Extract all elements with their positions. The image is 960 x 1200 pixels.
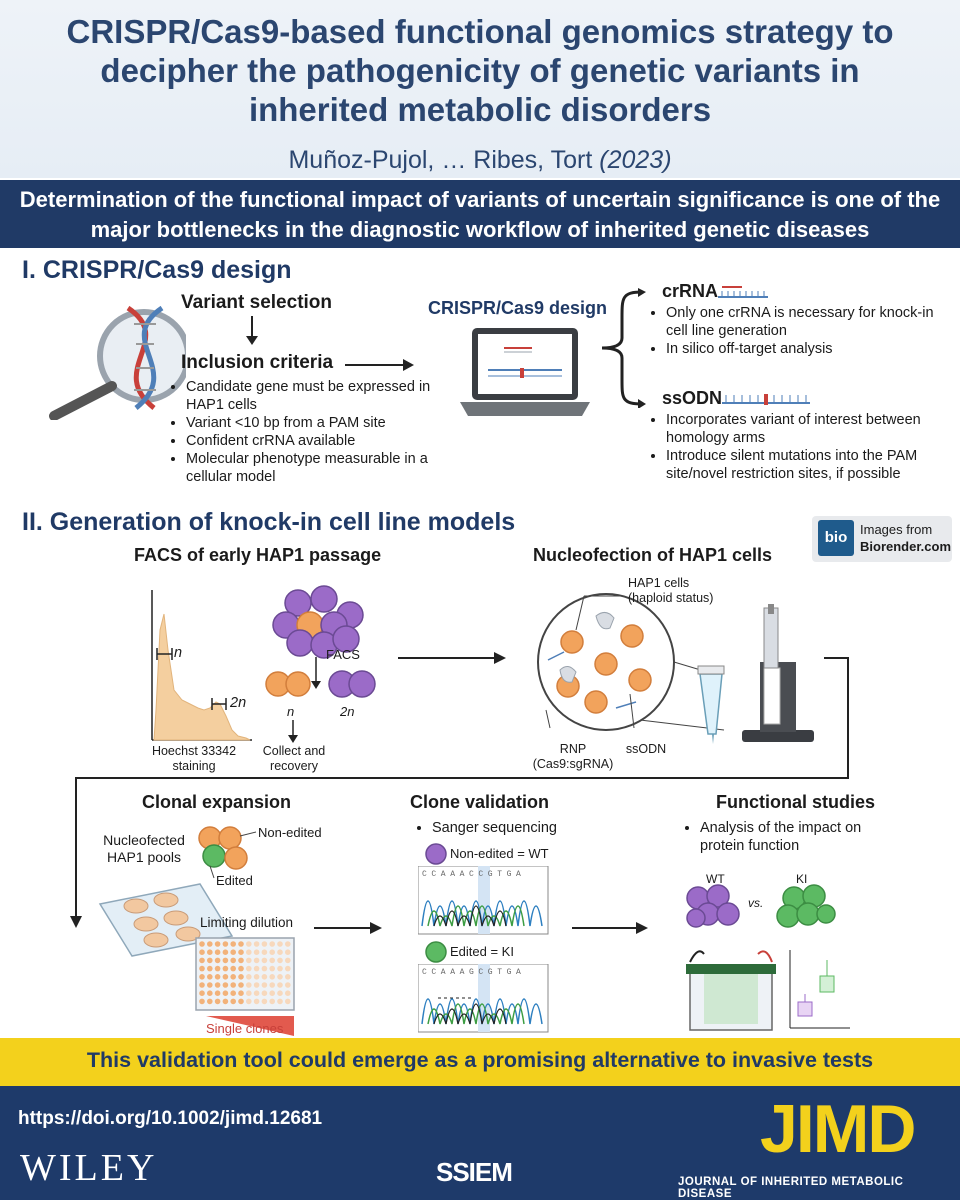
ki-label: KI [796, 872, 808, 886]
ki-chromatogram [418, 964, 549, 1033]
2n-cells-label: 2n [340, 704, 355, 719]
ssodn-points: Incorporates variant of interest between… [650, 411, 950, 483]
criterion-item: Variant <10 bp from a PAM site [186, 414, 450, 432]
conclusion-text: This validation tool could emerge as a p… [86, 1048, 874, 1072]
nucleofection-title: Nucleofection of HAP1 cells [533, 545, 773, 565]
haploid-status-text: (haploid status) [628, 591, 714, 605]
wt-vs-ki-cells-icon [686, 884, 836, 928]
authors-names: Muñoz-Pujol, … Ribes, Tort [288, 146, 593, 174]
crrna-strand-icon [718, 286, 768, 298]
cell-cluster-icon [272, 585, 364, 689]
arrow-down-icon [246, 316, 258, 345]
ssodn-label: ssODN [662, 388, 723, 408]
criterion-item: Molecular phenotype measurable in a cell… [186, 450, 450, 486]
authors: Muñoz-Pujol, … Ribes, Tort (2023) [0, 146, 960, 175]
clone-validation-title: Clone validation [410, 792, 550, 812]
wt-cell-icon [425, 843, 447, 865]
sanger-text: Sanger sequencing [432, 819, 616, 837]
conclusion-bar [0, 1038, 960, 1086]
rnp-label: RNP(Cas9:sgRNA) [518, 742, 628, 772]
arrow-down-icon [288, 720, 298, 743]
crrna-label: crRNA [662, 281, 719, 301]
criterion-item: Candidate gene must be expressed in HAP1… [186, 378, 450, 414]
ssodn-point: Introduce silent mutations into the PAM … [666, 447, 950, 483]
clonal-expansion-title: Clonal expansion [142, 792, 292, 812]
ssodn-inset-label: ssODN [625, 742, 667, 756]
laptop-icon [460, 328, 590, 416]
functional-text: Analysis of the impact on protein functi… [684, 819, 884, 855]
criteria-list: Candidate gene must be expressed in HAP1… [170, 378, 450, 486]
page-title: CRISPR/Cas9-based functional genomics st… [66, 13, 894, 128]
single-clones-label: Single clones [206, 1021, 284, 1036]
hap1-cells-text: HAP1 cells [628, 576, 690, 590]
brace-icon [601, 288, 646, 408]
ki-sequence: CCAAAGCGTGA [422, 968, 526, 977]
variant-selection-label: Variant selection [181, 292, 333, 313]
well-plates-icon [98, 883, 295, 1036]
electrophoresis-and-boxplot-icon [686, 950, 850, 1031]
publisher-bar [0, 1086, 960, 1200]
rnp-text: RNP [559, 742, 587, 756]
wiley-logo: WILEY [20, 1147, 158, 1189]
crrna-point: Only one crRNA is necessary for knock-in… [666, 304, 950, 340]
wt-label: WT [706, 872, 725, 886]
dna-magnifier-icon [49, 305, 186, 420]
n-cells-label: n [287, 704, 295, 719]
arrow-right-icon [345, 359, 414, 371]
ssodn-point: Incorporates variant of interest between… [666, 411, 950, 447]
ssiem-logo: SSIEM [436, 1157, 513, 1187]
biorender-line1: Images from [860, 522, 933, 537]
ssodn-strand-icon [722, 394, 810, 405]
rnp-sub-text: (Cas9:sgRNA) [532, 757, 614, 771]
wt-sequence: CCAAACCGTGA [422, 870, 526, 879]
crispr-design-label: CRISPR/Cas9 design [428, 298, 608, 318]
crrna-points: Only one crRNA is necessary for knock-in… [650, 304, 950, 358]
vs-label: vs. [748, 896, 764, 910]
nucleofection-inset [537, 593, 725, 731]
facs-title: FACS of early HAP1 passage [134, 545, 382, 565]
edited-label: Edited [216, 873, 253, 888]
non-edited-label: Non-edited [258, 825, 322, 840]
doi-link[interactable]: https://doi.org/10.1002/jimd.12681 [18, 1108, 323, 1129]
journal-name: JOURNAL OF INHERITED METABOLIC DISEASE [678, 1176, 904, 1200]
arrow-right-icon [314, 922, 382, 934]
wt-chromatogram [418, 866, 549, 935]
hoechst-label: Hoechst 33342 staining [151, 744, 237, 773]
title-background [0, 0, 960, 178]
biorender-line2: Biorender.com [860, 539, 952, 554]
arrow-right-icon [398, 652, 506, 664]
nucleofector-device-icon [697, 604, 814, 744]
ki-cell-icon [425, 941, 447, 963]
publication-year: (2023) [599, 146, 672, 174]
biorender-logo: bio [818, 520, 854, 556]
crrna-point: In silico off-target analysis [666, 340, 950, 358]
flow-connector [70, 657, 849, 928]
ki-chromatogram-label: Edited = KI [450, 944, 514, 959]
facs-histogram [151, 590, 252, 741]
jimd-logo: JIMD [760, 1091, 916, 1167]
sorted-cells-icon [265, 670, 376, 698]
arrow-right-icon [572, 922, 648, 934]
limiting-dilution-label: Limiting dilution [200, 915, 294, 930]
section2-title: II. Generation of knock-in cell line mod… [22, 508, 516, 536]
hap1-cells-label: HAP1 cells(haploid status) [628, 576, 713, 606]
histogram-2n-label: 2n [230, 695, 247, 711]
problem-banner: Determination of the functional impact o… [0, 180, 960, 248]
functional-studies-title: Functional studies [716, 792, 876, 812]
mixed-cells-icon [198, 826, 257, 879]
criterion-item: Confident crRNA available [186, 432, 450, 450]
facs-arrow-label: FACS [326, 647, 360, 662]
collect-recovery-label: Collect and recovery [262, 744, 326, 773]
inclusion-criteria-label: Inclusion criteria [181, 352, 334, 373]
sanger-label: Sanger sequencing [416, 819, 616, 837]
histogram-n-label: n [174, 645, 183, 661]
functional-text-item: Analysis of the impact on protein functi… [700, 819, 884, 855]
section1-title: I. CRISPR/Cas9 design [22, 256, 292, 284]
wt-chromatogram-label: Non-edited = WT [450, 846, 549, 861]
nucleofected-pools-label: Nucleofected HAP1 pools [103, 832, 185, 865]
